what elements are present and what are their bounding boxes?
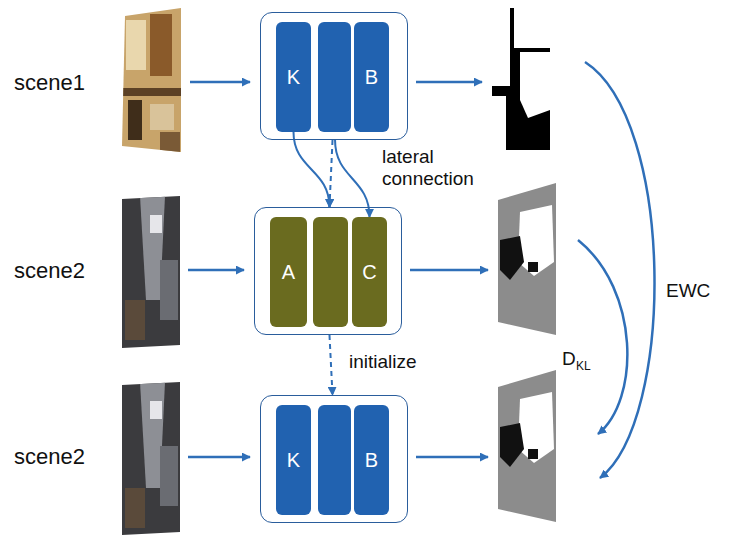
network-layer <box>318 405 351 515</box>
layer-label: C <box>362 261 376 284</box>
network-layer: K <box>276 22 311 132</box>
network-layer <box>313 217 348 327</box>
network-layer: B <box>354 405 389 515</box>
annotation-label: lateral connection <box>382 146 488 190</box>
network-layer: K <box>276 405 311 515</box>
annotation-label: EWC <box>666 280 710 302</box>
segmentation-output <box>492 8 550 150</box>
layer-label: A <box>282 261 295 284</box>
network-layer <box>318 22 351 132</box>
layer-label: K <box>287 66 300 89</box>
dashed-arrow <box>329 140 332 207</box>
layer-label: K <box>287 449 300 472</box>
network-layer: C <box>352 217 387 327</box>
layer-label: B <box>365 449 378 472</box>
segmentation-output <box>496 180 558 340</box>
network-layer: A <box>270 217 307 327</box>
annotation-label: KL <box>576 360 591 374</box>
flow-arrow <box>188 62 655 478</box>
lateral-arrow <box>335 140 369 217</box>
scene-label: scene1 <box>14 70 85 95</box>
segmentation-output <box>496 367 558 527</box>
network-layer: B <box>354 22 389 132</box>
scene-label: scene2 <box>14 258 85 283</box>
scene-photo <box>120 380 185 536</box>
network-box: KB <box>260 12 408 140</box>
scene-photo <box>120 5 185 155</box>
network-box: AC <box>254 207 402 335</box>
annotation-label: D <box>562 348 576 370</box>
dashed-arrow <box>329 335 332 395</box>
layer-label: B <box>365 66 378 89</box>
scene-photo <box>120 195 185 350</box>
network-box: KB <box>260 395 408 523</box>
lateral-arrow <box>294 132 330 207</box>
scene-label: scene2 <box>14 444 85 469</box>
edge-label: initialize <box>347 351 419 373</box>
